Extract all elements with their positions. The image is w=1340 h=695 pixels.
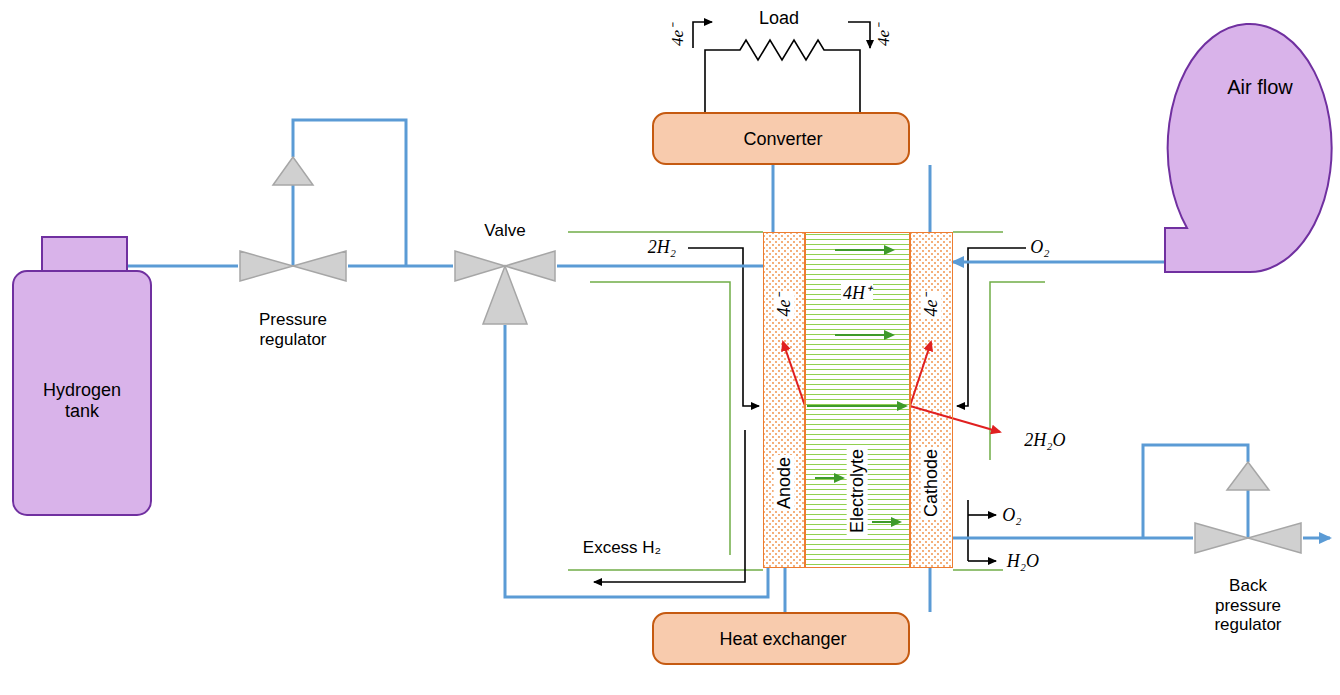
gas-line — [929, 165, 932, 232]
three-way-valve: Valve — [453, 220, 557, 325]
formula-label: 2H₂ — [648, 237, 676, 258]
node-text: 4e⁻ — [921, 292, 942, 319]
node-text: 4H⁺ — [841, 283, 873, 304]
node-text: Air flow — [1227, 76, 1293, 99]
node-text: Back pressure regulator — [1201, 576, 1296, 635]
text-label: Excess H₂ — [582, 538, 662, 558]
electron-arrows — [783, 342, 1000, 432]
node-text: Anode — [774, 455, 795, 511]
converter-box: Converter — [652, 112, 910, 165]
formula-label: 4e⁻ — [668, 24, 688, 46]
gas-line — [953, 261, 1165, 264]
gas-line — [953, 537, 1193, 540]
hydrogen-tank-shape — [12, 236, 152, 516]
gas-line — [784, 568, 787, 612]
flow-arrows — [594, 248, 1026, 582]
gas-line — [557, 265, 763, 268]
node-text: Converter — [743, 129, 822, 150]
back-pressure-regulator-shape — [1193, 440, 1303, 670]
load-circuit — [693, 22, 870, 112]
cell-walls — [568, 232, 1045, 570]
node-text: Heat exchanger — [719, 629, 846, 650]
formula-label: 4e⁻ — [874, 24, 894, 46]
electrolyte-fill — [805, 232, 910, 568]
cathode-fill — [910, 232, 953, 568]
air-blower: Air flow — [1165, 5, 1335, 277]
back-pressure-regulator: Back pressure regulator — [1193, 440, 1303, 670]
gas-line — [348, 265, 453, 268]
node-text: Electrolyte — [847, 447, 868, 535]
node-text: Valve — [484, 221, 525, 241]
text-label: Load — [759, 8, 799, 29]
electrolyte-layer: 4H⁺ Electrolyte — [805, 232, 910, 568]
formula-label: O₂ — [1002, 505, 1021, 526]
node-text: Hydrogen tank — [32, 380, 132, 421]
anode-fill — [763, 232, 805, 568]
anode-layer: 4e⁻ Anode — [763, 232, 805, 568]
formula-label: H₂O — [1007, 551, 1039, 572]
heat-exchanger-box: Heat exchanger — [652, 612, 910, 665]
cathode-layer: 4e⁻ Cathode — [910, 232, 953, 568]
formula-label: O₂ — [1030, 237, 1049, 258]
hydrogen-tank: Hydrogen tank — [12, 236, 152, 516]
node-text: 4e⁻ — [774, 292, 795, 319]
air-blower-shape — [1165, 5, 1335, 277]
gas-line — [772, 165, 775, 232]
gas-line — [929, 568, 932, 612]
gas-line — [505, 325, 768, 597]
gas-pipes — [127, 120, 1330, 538]
pressure-regulator: Pressure regulator — [238, 150, 348, 350]
node-text: Cathode — [921, 447, 942, 519]
gas-line — [152, 265, 238, 268]
node-text: Pressure regulator — [243, 310, 343, 349]
formula-label: 2H₂O — [1024, 430, 1065, 451]
